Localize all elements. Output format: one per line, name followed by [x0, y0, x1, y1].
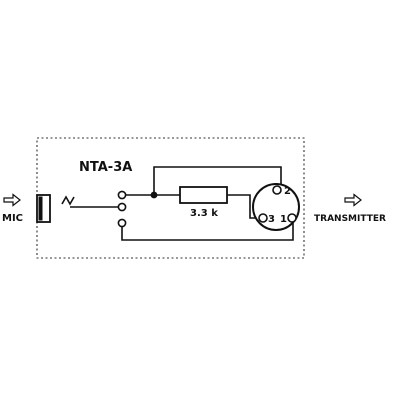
- xlr-pin-2-label: 2: [284, 186, 291, 197]
- transmitter-label: TRANSMITTER: [314, 214, 386, 224]
- jack-terminal-tip: [117, 190, 127, 200]
- xlr-pin-3: [258, 213, 268, 223]
- mic-label: MIC: [2, 213, 23, 224]
- xlr-pin-1: [287, 213, 297, 223]
- input-arrow-icon: [3, 193, 21, 207]
- xlr-pin-2: [272, 185, 282, 195]
- jack-spring-contact: [61, 195, 75, 206]
- xlr-pin-3-label: 3: [268, 214, 275, 225]
- adapter-title: NTA-3A: [79, 160, 132, 175]
- resistor-value-label: 3.3 k: [190, 208, 218, 219]
- jack-terminal-ring: [117, 202, 127, 212]
- resistor: [179, 186, 228, 204]
- wire-resistor-to-pin3: [227, 194, 259, 219]
- jack-terminal-sleeve: [117, 218, 127, 228]
- xlr-pin-1-label: 1: [280, 214, 287, 225]
- output-arrow-icon: [344, 193, 362, 207]
- junction-dot: [150, 191, 158, 199]
- wire-sleeve-to-pin1: [121, 222, 294, 241]
- wire-junction-to-pin2: [153, 166, 282, 195]
- mic-jack-plug-tip: [38, 196, 43, 221]
